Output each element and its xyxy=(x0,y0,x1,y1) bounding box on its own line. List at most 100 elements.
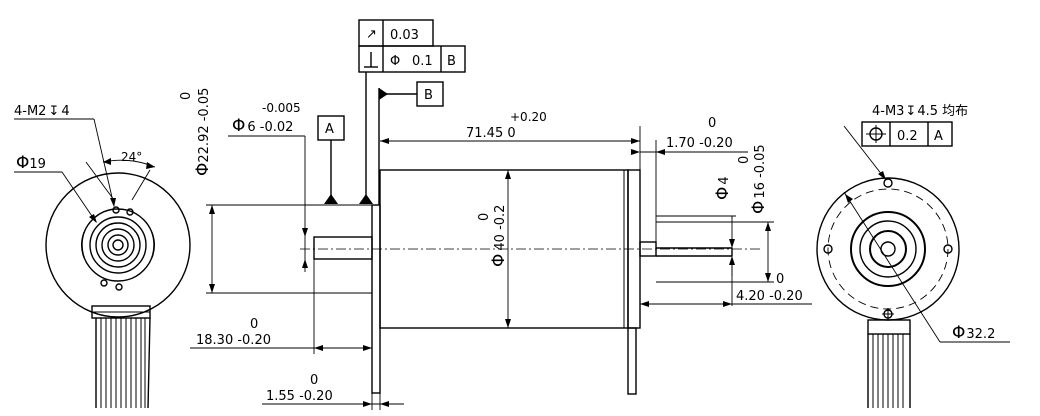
len420-value: 4.20 -0.20 xyxy=(736,289,803,304)
fcf-runout-value: 0.03 xyxy=(390,28,419,43)
dim-dia22: 0 Φ22.92 -0.05 xyxy=(179,88,372,294)
len170-arrow-left xyxy=(631,149,640,155)
depth-symbol-right: ↧ xyxy=(905,104,916,119)
len1830-value: 18.30 -0.20 xyxy=(196,333,271,348)
left-end-view: 24° 4-M2↧4 Φ19 xyxy=(14,104,191,409)
dim-dia40: 0 Φ40 -0.2 xyxy=(477,170,511,328)
len1830-zero: 0 xyxy=(250,317,258,332)
right-bolt-circle xyxy=(827,188,949,310)
dia4-symbol: Φ xyxy=(713,187,733,200)
dia322-symbol: Φ xyxy=(952,323,965,343)
fcf-leader-triangle xyxy=(359,194,373,204)
dia16-arrow-bottom xyxy=(765,273,771,282)
dim-dia4: Φ4 xyxy=(656,176,736,276)
dia16-symbol: Φ xyxy=(749,201,769,214)
len155-arrow-left xyxy=(363,401,372,407)
len170-value: 1.70 -0.20 xyxy=(666,136,733,151)
datum-b-label: B xyxy=(424,88,433,103)
dia22-symbol: Φ xyxy=(193,163,213,176)
left-angle-arrow-1 xyxy=(103,158,111,165)
left-shaft-circle xyxy=(112,239,124,251)
datum-a-label: A xyxy=(325,122,334,137)
right-boss-outer xyxy=(850,211,926,287)
dim-1-55: 0 1.55 -0.20 xyxy=(262,328,404,410)
len420-arrow-right xyxy=(723,301,732,307)
dia4-arrow-top xyxy=(729,239,735,248)
fcf-perp-dia: Φ xyxy=(390,54,400,69)
cable-exit xyxy=(627,327,637,395)
left-boss-ring-4 xyxy=(107,234,129,256)
dia6-value: 6 -0.02 xyxy=(247,120,293,135)
dim-4-20: 0 4.20 -0.20 xyxy=(640,256,812,307)
fcf-pos-value: 0.2 xyxy=(897,129,918,144)
thread-right-arrow xyxy=(878,171,886,180)
len-value: 71.45 0 xyxy=(466,126,516,141)
len420-zero: 0 xyxy=(776,272,784,287)
thread-left-label: 4-M2↧4 xyxy=(14,104,70,119)
left-boss-outer xyxy=(81,208,155,282)
front-shaft xyxy=(313,236,373,260)
len420-arrow-left xyxy=(640,301,649,307)
dia4-label: Φ4 xyxy=(713,176,733,200)
fcf-pos-datum: A xyxy=(934,129,943,144)
front-flange xyxy=(371,204,381,394)
dia19-leader xyxy=(61,171,97,223)
thread-left-text: 4-M2 xyxy=(14,104,46,119)
left-boss-ring-1 xyxy=(89,216,147,274)
dia19-arrow xyxy=(89,214,97,223)
dim-1-70: 0 1.70 -0.20 xyxy=(631,116,748,242)
dia6-arrow-top xyxy=(302,228,308,237)
dim-18-30: 0 18.30 -0.20 xyxy=(190,259,372,354)
left-screw-hole-bottom-left xyxy=(100,279,108,287)
right-end-view: 4-M3↧4.5 均布 0.2 A Φ32.2 xyxy=(816,104,1010,408)
left-angle-arrow-2 xyxy=(146,162,155,169)
runout-icon: ↗ xyxy=(366,27,377,42)
dia19-symbol: Φ xyxy=(16,153,29,173)
thread-right-depth: 4.5 均布 xyxy=(917,104,968,119)
left-screw-hole-bottom xyxy=(115,283,123,291)
right-cable-outline xyxy=(867,334,911,408)
dim-dia16: 0 Φ 16 -0.05 xyxy=(656,144,774,283)
len-arrow-right xyxy=(631,138,640,144)
left-boss-arc-left xyxy=(81,231,85,259)
len1830-arrow-right xyxy=(363,345,372,351)
fcf-perp-value: 0.1 xyxy=(412,54,433,69)
left-angle-line-2 xyxy=(131,169,151,201)
left-boss-ring-2 xyxy=(95,222,141,268)
dia40-arrow-bottom xyxy=(505,319,511,328)
right-screw-hole-top xyxy=(883,178,893,188)
dia19-value: 19 xyxy=(29,157,46,172)
thread-left-depth: 4 xyxy=(61,104,69,119)
fcf-position xyxy=(861,121,953,147)
dia40-value: 40 -0.2 xyxy=(493,205,508,251)
thread-right-label: 4-M3↧4.5 均布 xyxy=(872,104,968,119)
depth-symbol-left: ↧ xyxy=(48,104,59,119)
left-screw-hole-top xyxy=(112,206,120,214)
fcf-perp-datum: B xyxy=(447,54,456,69)
thread-right-leader xyxy=(843,125,887,181)
dia40-arrow-top xyxy=(505,170,511,179)
dia4-value: 4 xyxy=(717,176,732,184)
len155-value: 1.55 -0.20 xyxy=(266,389,333,404)
datum-a-triangle xyxy=(324,194,338,204)
dia322-label: Φ32.2 xyxy=(952,323,995,343)
right-screw-hole-right xyxy=(943,244,953,254)
right-boss-inner xyxy=(869,230,907,268)
dia16-value: 16 -0.05 xyxy=(753,144,768,198)
len-arrow-left xyxy=(380,138,389,144)
dia22-arrow-top xyxy=(209,205,215,214)
side-view xyxy=(300,169,760,395)
left-cable-wires xyxy=(100,318,146,408)
len155-zero: 0 xyxy=(310,373,318,388)
left-boss-arc-right xyxy=(151,231,155,259)
datum-a-feature: A xyxy=(317,115,345,204)
angle-label: 24° xyxy=(121,150,142,164)
dia16-zero: 0 xyxy=(737,156,752,164)
dia322-leader xyxy=(843,191,941,343)
datum-b-feature: B xyxy=(378,81,444,205)
dia16-arrow-top xyxy=(765,222,771,231)
len170-arrow-right xyxy=(656,149,665,155)
